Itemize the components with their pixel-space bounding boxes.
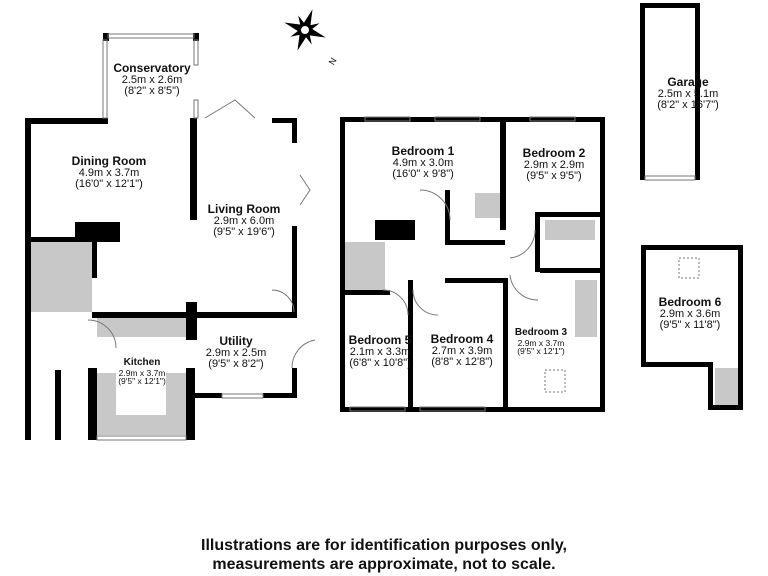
loft-stairs [575,280,597,337]
room-metric: 2.9m x 2.9m [523,158,585,171]
fixtures [30,193,740,435]
room-name: Garage [667,75,709,89]
room-imperial: (9'5" x 9'5") [526,170,582,183]
bath [545,220,595,240]
room-name: Bedroom 6 [658,295,722,309]
room-metric: 2.5m x 5.1m [657,87,719,100]
disclaimer-line-2: measurements are approximate, not to sca… [212,556,556,573]
room-name: Conservatory [113,61,191,75]
room-name: Bedroom 4 [430,332,494,346]
walls [25,3,743,440]
shower [475,193,500,218]
room-imperial: (16'0" x 9'8") [392,168,454,181]
room-metric: 2.1m x 3.3m [349,345,411,358]
disclaimer: Illustrations are for identification pur… [0,536,768,574]
room-name: Utility [219,334,253,348]
room-name: Bedroom 5 [348,333,412,347]
room-imperial: (9'5" x 11'8") [659,319,721,332]
room-metric: 2.9m x 6.0m [213,214,275,227]
room-imperial: (9'5" x 8'2") [208,358,264,371]
room-metric: 2.9m x 3.6m [659,307,721,320]
room-imperial: (16'0" x 12'1") [75,178,143,191]
room-metric: 2.9m x 3.7m [118,367,166,378]
room-imperial: (6'8" x 10'8") [349,357,411,370]
room-name: Living Room [207,202,281,216]
room-name: Kitchen [123,357,161,368]
worktop [97,318,186,337]
room-metric: 2.9m x 2.5m [205,346,267,359]
room-metric: 2.9m x 3.7m [517,337,565,348]
room-imperial: (9'5" x 12'1") [517,346,565,357]
room-name: Dining Room [71,154,147,168]
ground-stairs [30,242,92,312]
room-imperial: (8'2" x 16'7") [657,99,719,112]
room-metric: 2.7m x 3.9m [431,344,493,357]
room-name: Bedroom 2 [522,146,586,160]
windows-and-doors [87,33,700,441]
room-name: Bedroom 1 [391,144,455,158]
bedroom6-stairs [715,368,740,408]
room-imperial: (8'2" x 8'5") [124,85,180,98]
compass-icon [284,9,326,51]
room-name: Bedroom 3 [514,327,568,338]
room-imperial: (9'5" x 19'6") [213,226,275,239]
disclaimer-line-1: Illustrations are for identification pur… [201,537,567,554]
room-metric: 4.9m x 3.0m [392,156,454,169]
room-imperial: (8'8" x 12'8") [431,356,493,369]
first-stairs [345,242,385,290]
room-imperial: (9'5" x 12'1") [118,376,166,387]
room-metric: 4.9m x 3.7m [78,166,140,179]
room-metric: 2.5m x 2.6m [121,73,183,86]
